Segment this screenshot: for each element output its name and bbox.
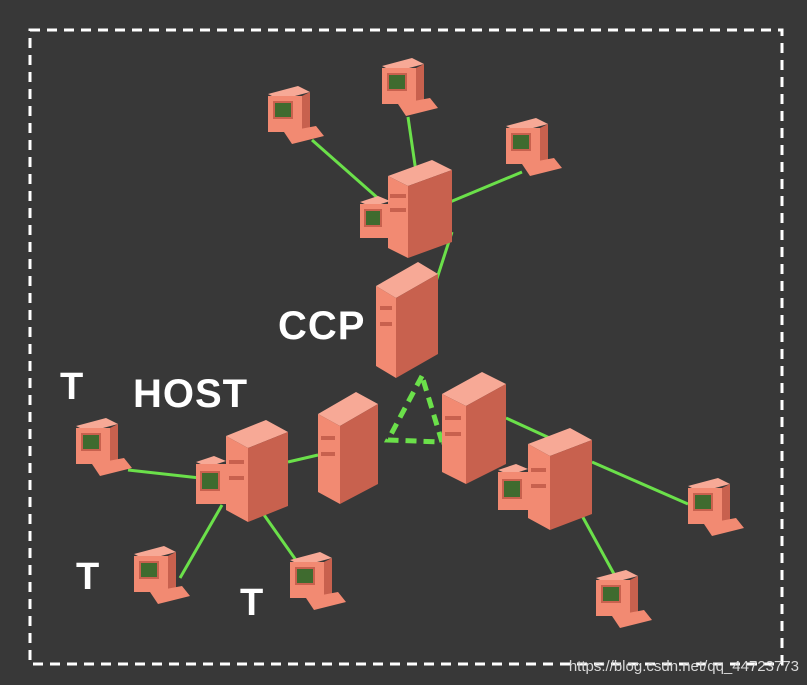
dashed-frame xyxy=(28,28,784,666)
terminal-right-1 xyxy=(688,478,744,536)
ccp-right xyxy=(442,372,506,484)
link-right-host-t2 xyxy=(578,511,616,575)
link-top-terminal-1 xyxy=(311,138,381,202)
link-ccp-right-host xyxy=(505,416,555,442)
terminal-right-2 xyxy=(596,570,652,628)
host-top-console xyxy=(360,196,390,238)
watermark-url: https://blog.csdn.net/qq_44723773 xyxy=(568,658,799,675)
host-top xyxy=(388,160,452,258)
link-right-host-t1 xyxy=(591,460,689,506)
terminal-top-center xyxy=(382,58,438,116)
host-label: HOST xyxy=(133,372,249,416)
link-host-left-t1 xyxy=(127,468,201,480)
terminal-left-3 xyxy=(290,552,346,610)
host-right xyxy=(528,428,592,530)
host-right-console xyxy=(498,464,528,510)
terminal-top-right xyxy=(506,118,562,176)
terminal-left-2 xyxy=(134,546,190,604)
terminal-label-2: T xyxy=(76,556,101,598)
link-top-terminal-2 xyxy=(406,116,418,173)
terminal-left-1 xyxy=(76,418,132,476)
ccp-label: CCP xyxy=(278,304,366,348)
terminal-top-left xyxy=(268,86,324,144)
link-host-left-ccp xyxy=(287,453,319,464)
link-host-left-t2 xyxy=(178,504,224,579)
host-left xyxy=(226,420,288,522)
link-top-terminal-3 xyxy=(449,170,523,204)
ccp-left xyxy=(318,392,378,504)
host-left-console xyxy=(196,456,226,504)
ccp-mesh-triangle xyxy=(383,369,446,445)
terminal-label-1: T xyxy=(60,366,85,408)
link-host-left-t3 xyxy=(260,511,300,564)
terminal-label-3: T xyxy=(240,582,265,624)
ccp-top xyxy=(376,262,438,378)
